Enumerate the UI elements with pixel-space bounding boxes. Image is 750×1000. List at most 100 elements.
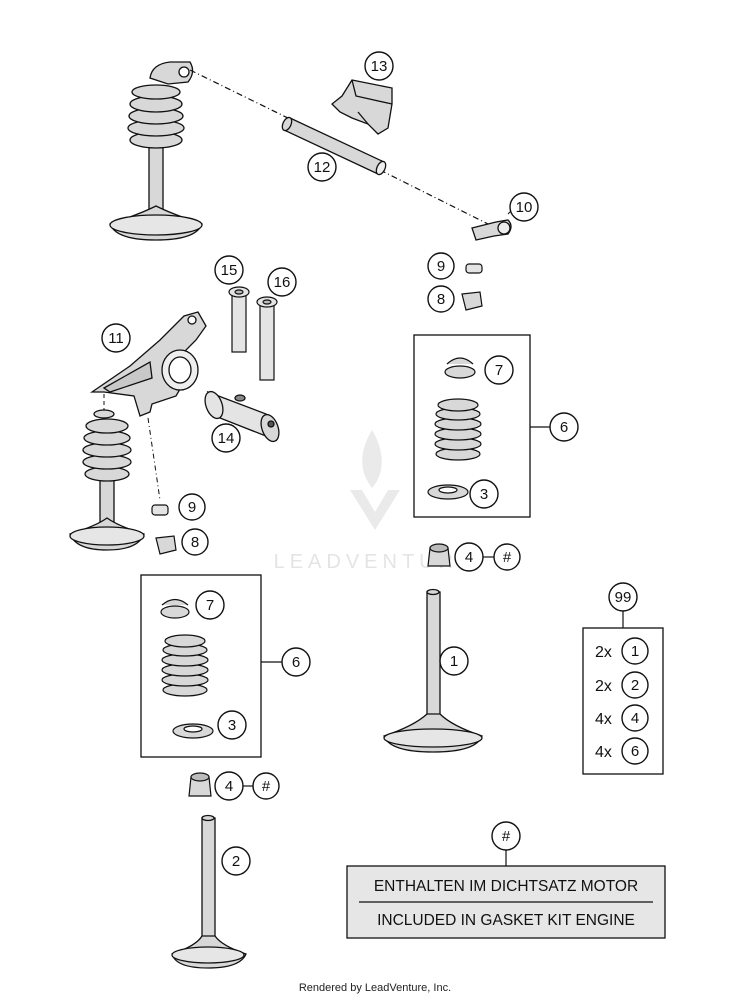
callout-9-right[interactable]: 9 bbox=[427, 252, 455, 280]
rocker-arm-small bbox=[471, 219, 512, 241]
watermark: LEADVENTURE bbox=[274, 430, 477, 573]
kit-row-qty: 2x bbox=[595, 678, 612, 695]
svg-text:8: 8 bbox=[191, 534, 199, 551]
svg-text:4: 4 bbox=[225, 778, 233, 795]
kit-row-part[interactable]: 2 bbox=[631, 677, 639, 694]
svg-text:16: 16 bbox=[274, 274, 291, 291]
gasket-kit-note: ENTHALTEN IM DICHTSATZ MOTOR INCLUDED IN… bbox=[346, 865, 666, 939]
kit-99-box bbox=[582, 627, 664, 775]
footer-credit: Rendered by LeadVenture, Inc. bbox=[298, 982, 452, 994]
callout-15[interactable]: 15 bbox=[214, 255, 244, 285]
rocker-arm-main bbox=[89, 311, 207, 417]
valve-spring-assembly-left bbox=[69, 409, 145, 551]
callout-6-left[interactable]: 6 bbox=[281, 647, 311, 677]
kit-row-part[interactable]: 6 bbox=[631, 743, 639, 760]
callout-7-left[interactable]: 7 bbox=[195, 590, 225, 620]
svg-text:1: 1 bbox=[450, 653, 458, 670]
svg-text:#: # bbox=[503, 549, 512, 566]
svg-text:8: 8 bbox=[437, 291, 445, 308]
callout-10[interactable]: 10 bbox=[509, 192, 539, 222]
svg-text:10: 10 bbox=[516, 199, 533, 216]
kit-row-qty: 4x bbox=[595, 744, 612, 761]
valve-stem-seal-right bbox=[427, 543, 451, 567]
spring-kit-box-right bbox=[413, 334, 531, 518]
callout-hash-left[interactable]: # bbox=[252, 772, 280, 800]
intake-valve bbox=[383, 588, 483, 753]
kit-row-2: 2x 2 bbox=[595, 671, 649, 699]
spring-seat-left bbox=[172, 723, 214, 739]
svg-text:#: # bbox=[502, 828, 511, 845]
callout-8-left[interactable]: 8 bbox=[181, 528, 209, 556]
svg-text:3: 3 bbox=[228, 717, 236, 734]
callout-14[interactable]: 14 bbox=[211, 423, 241, 453]
kit-row-4: 4x 6 bbox=[595, 737, 649, 765]
valve-shim-right bbox=[465, 263, 483, 274]
callout-1[interactable]: 1 bbox=[439, 646, 469, 676]
callout-8-right[interactable]: 8 bbox=[427, 285, 455, 313]
rocker-shaft-axis-line bbox=[189, 69, 293, 121]
watermark-flame-icon bbox=[362, 430, 382, 488]
note-line-de: ENTHALTEN IM DICHTSATZ MOTOR bbox=[374, 878, 638, 895]
spring-kit-box-left bbox=[140, 574, 262, 758]
svg-text:12: 12 bbox=[314, 159, 331, 176]
valve-spring-assembly-top bbox=[109, 61, 203, 241]
kit-row-part[interactable]: 1 bbox=[631, 643, 639, 660]
svg-text:#: # bbox=[262, 778, 271, 795]
rocker-shaft bbox=[281, 116, 387, 176]
callout-6-right[interactable]: 6 bbox=[549, 412, 579, 442]
valve-stem-seal-left bbox=[188, 772, 212, 797]
pin-16 bbox=[256, 296, 278, 381]
watermark-text: LEADVENTURE bbox=[274, 551, 477, 573]
callout-99[interactable]: 99 bbox=[608, 582, 638, 612]
pin-15 bbox=[228, 286, 250, 353]
valve-shim-left bbox=[151, 504, 169, 516]
svg-text:9: 9 bbox=[188, 499, 196, 516]
svg-text:99: 99 bbox=[615, 589, 632, 606]
svg-text:9: 9 bbox=[437, 258, 445, 275]
exhaust-valve bbox=[171, 814, 247, 969]
callout-12[interactable]: 12 bbox=[307, 152, 337, 182]
callout-13[interactable]: 13 bbox=[364, 51, 394, 81]
note-line-en: INCLUDED IN GASKET KIT ENGINE bbox=[377, 912, 635, 929]
rocker-shaft-axis-line-2 bbox=[379, 169, 491, 226]
valve-spring-right bbox=[434, 398, 482, 461]
spring-retainer-left bbox=[160, 598, 190, 619]
svg-text:4: 4 bbox=[465, 549, 473, 566]
watermark-logo-icon bbox=[350, 490, 400, 530]
kit-row-qty: 4x bbox=[595, 711, 612, 728]
svg-text:2: 2 bbox=[232, 853, 240, 870]
svg-text:6: 6 bbox=[560, 419, 568, 436]
callout-4-left[interactable]: 4 bbox=[214, 771, 244, 801]
rocker-axis-line-mid bbox=[147, 417, 161, 501]
svg-text:6: 6 bbox=[292, 654, 300, 671]
valve-collet-left bbox=[155, 535, 177, 555]
callout-hash-right[interactable]: # bbox=[493, 543, 521, 571]
callout-hash-note[interactable]: # bbox=[491, 821, 521, 851]
kit-row-3: 4x 4 bbox=[595, 704, 649, 732]
spring-seat-right bbox=[427, 484, 469, 500]
svg-text:14: 14 bbox=[218, 430, 235, 447]
callout-11[interactable]: 11 bbox=[101, 323, 131, 353]
callout-9-left[interactable]: 9 bbox=[178, 493, 206, 521]
svg-text:7: 7 bbox=[206, 597, 214, 614]
callout-2[interactable]: 2 bbox=[221, 846, 251, 876]
callout-3-left[interactable]: 3 bbox=[217, 710, 247, 740]
guide-clip bbox=[331, 79, 393, 135]
kit-row-1: 2x 1 bbox=[595, 637, 649, 665]
callout-16[interactable]: 16 bbox=[267, 267, 297, 297]
kit-row-part[interactable]: 4 bbox=[631, 710, 639, 727]
svg-text:11: 11 bbox=[108, 330, 124, 347]
svg-text:7: 7 bbox=[495, 362, 503, 379]
svg-text:15: 15 bbox=[221, 262, 238, 279]
valve-collet-right bbox=[461, 291, 483, 311]
callout-4-right[interactable]: 4 bbox=[454, 542, 484, 572]
svg-text:13: 13 bbox=[371, 58, 388, 75]
callout-3-right[interactable]: 3 bbox=[469, 479, 499, 509]
rocker-shaft-14 bbox=[204, 390, 280, 443]
svg-text:3: 3 bbox=[480, 486, 488, 503]
spring-retainer-right bbox=[444, 357, 476, 379]
valve-spring-left bbox=[161, 634, 209, 697]
callout-7-right[interactable]: 7 bbox=[484, 355, 514, 385]
kit-row-qty: 2x bbox=[595, 644, 612, 661]
